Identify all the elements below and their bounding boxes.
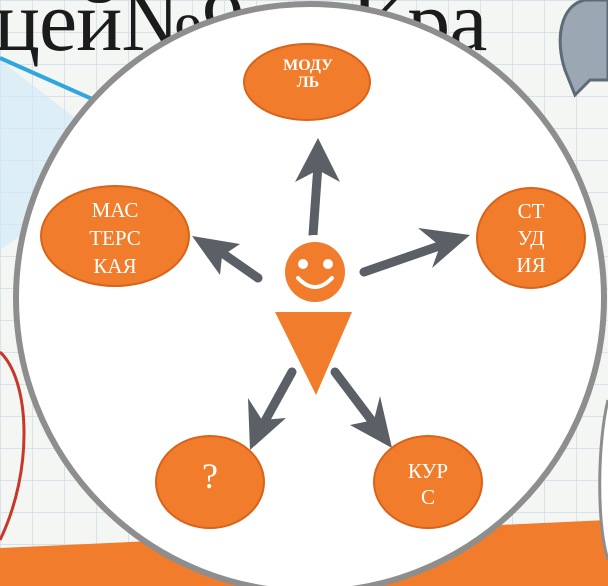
node-bottom-right	[373, 435, 483, 529]
arrow-up-head	[295, 138, 340, 182]
node-left-label: МАС ТЕРС КАЯ	[70, 196, 160, 280]
right-partial-circle	[598, 399, 608, 561]
node-bottom-right-label: КУР С	[393, 458, 463, 510]
node-top-label-line: ЛЬ	[296, 73, 320, 91]
node-bottom-left	[155, 435, 265, 529]
arrow-left-head	[192, 236, 240, 275]
node-right-label-line: УД	[517, 226, 545, 250]
arrow-right-head	[418, 228, 470, 268]
arrow-bottom-right-head	[350, 396, 392, 448]
smiley-left-eye	[298, 259, 308, 269]
arrows	[192, 138, 470, 450]
arrow-up-shaft	[308, 160, 323, 240]
node-right	[476, 187, 586, 289]
red-accent-arc	[0, 350, 26, 541]
node-left-label-line: КАЯ	[93, 254, 137, 278]
arrow-right-shaft	[359, 239, 450, 277]
node-top	[243, 43, 371, 121]
node-left-label-line: ТЕРС	[89, 226, 141, 250]
node-top-label: МОДУ ЛЬ	[270, 57, 346, 92]
smiley-mouth	[296, 276, 334, 289]
node-bottom-right-label-line: С	[420, 485, 435, 509]
node-bottom-left-label: ?	[202, 456, 218, 496]
arrow-bottom-right-shaft	[330, 367, 380, 430]
node-bottom-right-label-line: КУР	[407, 459, 449, 483]
node-right-label: СТ УД ИЯ	[496, 198, 566, 279]
node-top-label-line: МОДУ	[283, 57, 333, 74]
arrow-bottom-left-head	[248, 398, 286, 450]
node-left-label-line: МАС	[91, 198, 139, 222]
figure-body	[275, 312, 352, 395]
node-left	[40, 185, 190, 287]
smiley-face	[285, 242, 345, 302]
smiley-right-eye	[323, 259, 333, 269]
node-right-label-line: ИЯ	[516, 253, 546, 277]
smiley-figure-icon	[275, 235, 352, 395]
speech-bubble-shape	[558, 0, 608, 98]
node-right-label-line: СТ	[517, 199, 545, 223]
